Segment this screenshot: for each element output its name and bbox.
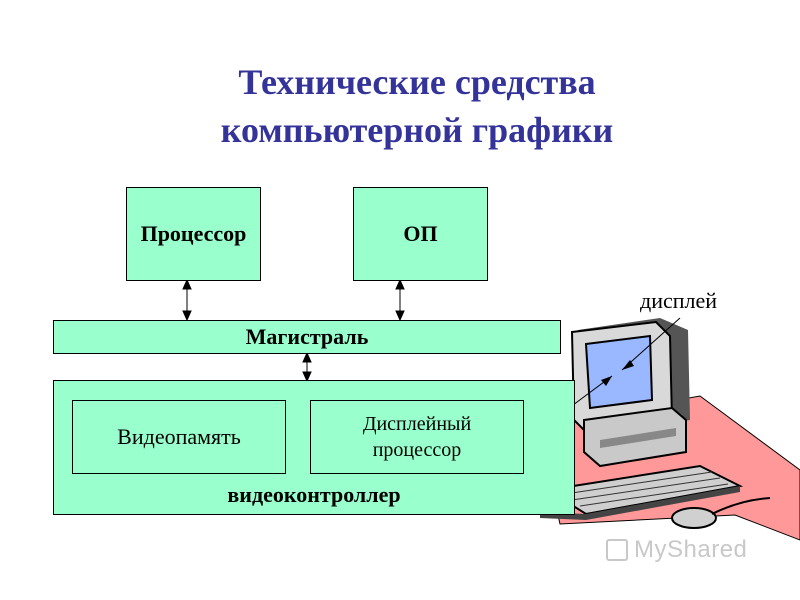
videomemory-block: Видеопамять: [72, 400, 286, 474]
videomemory-label: Видеопамять: [117, 424, 241, 449]
bus-arrows: [182, 278, 405, 451]
watermark-text: MyShared: [634, 536, 748, 563]
processor-label: Процессор: [140, 221, 247, 246]
videocontroller-label: видеоконтроллер: [227, 482, 401, 507]
myshared-logo-icon: [606, 539, 628, 561]
title-line-1: Технические средства: [238, 62, 596, 102]
computer-icon: [540, 318, 771, 529]
display-processor-label-1: Дисплейный: [362, 413, 472, 435]
ram-label: ОП: [403, 221, 438, 246]
display-label: дисплей: [640, 288, 718, 313]
bus-label: Магистраль: [245, 324, 369, 349]
display-pointer-line: [621, 317, 681, 371]
processor-block: Процессор: [126, 187, 261, 281]
page-title: Технические средства компьютерной график…: [0, 58, 800, 154]
display-processor-block: Дисплейный процессор: [310, 400, 524, 474]
display-processor-label-2: процессор: [372, 439, 462, 461]
watermark: MyShared: [606, 536, 747, 564]
title-line-2: компьютерной графики: [220, 110, 614, 150]
bus-block: Магистраль: [53, 320, 561, 354]
ram-block: ОП: [353, 187, 488, 281]
